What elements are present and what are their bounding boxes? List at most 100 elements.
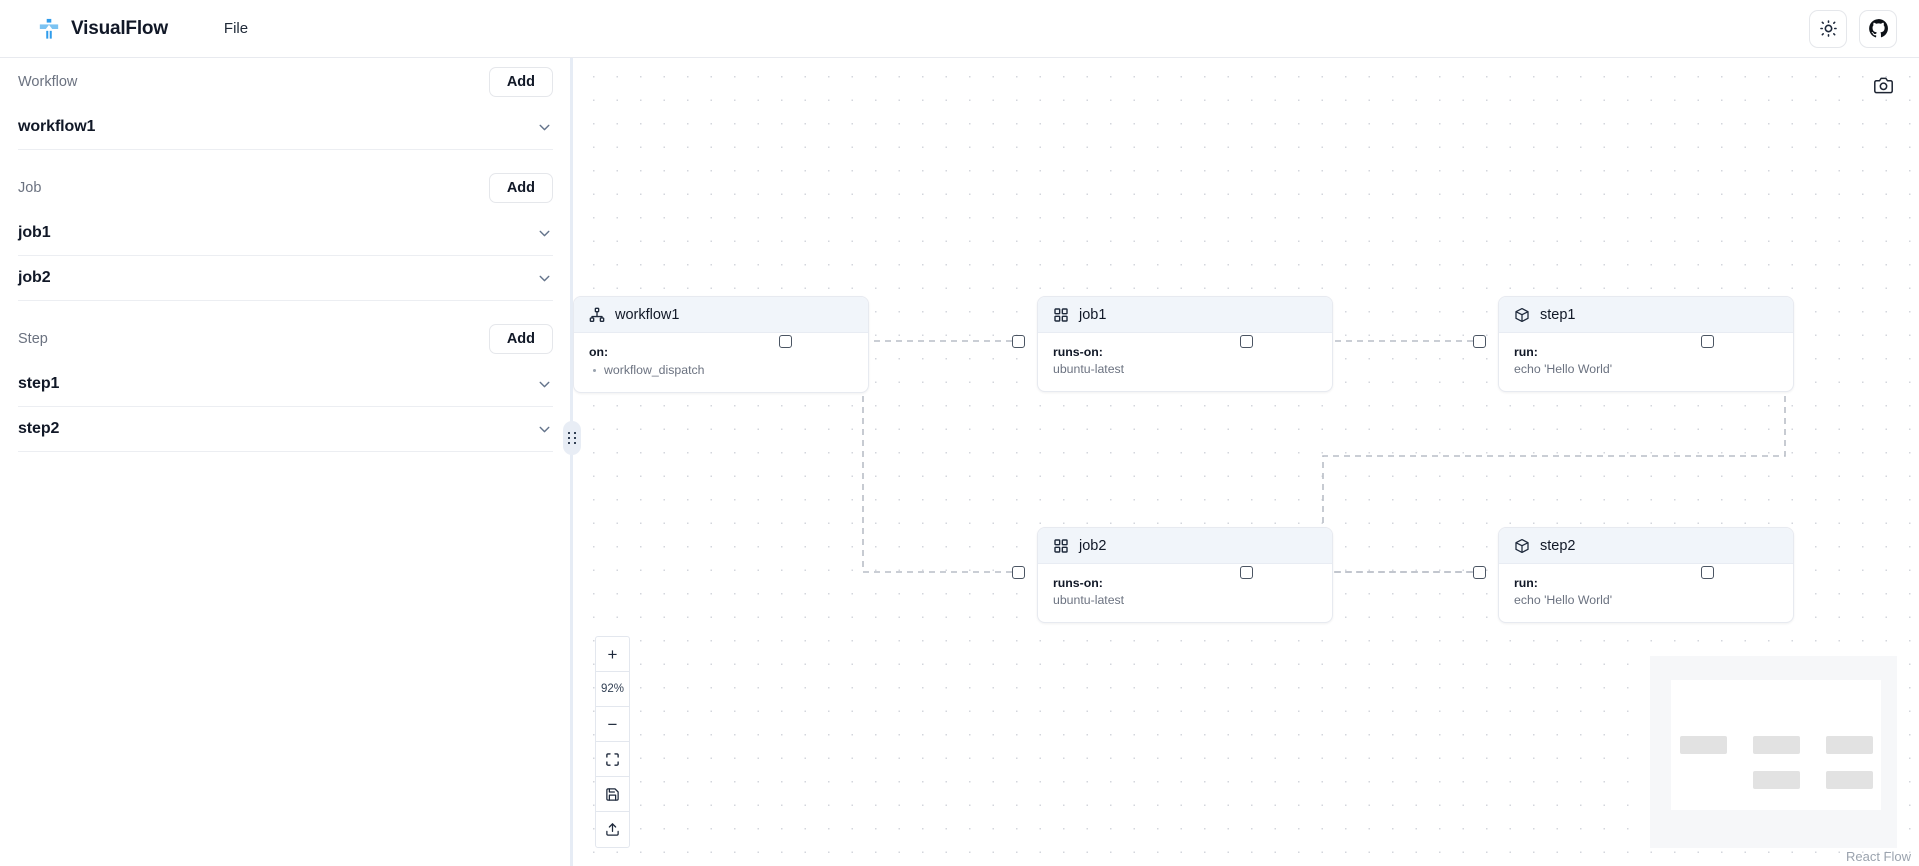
node-title: workflow1: [615, 306, 680, 323]
hierarchy-icon: [589, 307, 605, 322]
add-step-button[interactable]: Add: [488, 323, 553, 354]
cube-icon: [1515, 307, 1529, 322]
sidebar-item-label: job2: [18, 269, 51, 286]
chevron-down-icon: [539, 426, 550, 432]
export-icon: [606, 823, 619, 836]
github-icon: [1868, 19, 1888, 38]
minimap-viewport: [1671, 680, 1881, 810]
add-job-button[interactable]: Add: [488, 172, 553, 203]
zoom-controls: + 92% −: [595, 636, 630, 848]
spacer: [18, 150, 553, 164]
node-value-list: workflow_dispatch: [589, 362, 853, 379]
minimap-node: [1753, 736, 1800, 754]
minimap[interactable]: [1650, 656, 1897, 848]
minimap-node: [1680, 736, 1727, 754]
grid-squares-icon: [1054, 538, 1068, 553]
node-key: run:: [1514, 345, 1538, 359]
node-key: run:: [1514, 576, 1538, 590]
fit-view-icon: [606, 752, 619, 766]
export-button[interactable]: [596, 812, 629, 847]
handle-step2-target[interactable]: [1473, 566, 1486, 579]
sun-icon: [1819, 20, 1837, 37]
minimap-node: [1826, 771, 1873, 789]
section-title-workflow: Workflow: [18, 73, 78, 90]
handle-job2-target[interactable]: [1012, 566, 1025, 579]
camera-icon-glyph: [1873, 77, 1893, 93]
grid-squares-icon: [1054, 307, 1068, 322]
sidebar-item-label: workflow1: [18, 118, 96, 135]
handle-workflow1-source[interactable]: [779, 335, 792, 348]
sidebar-item-label: job1: [18, 224, 51, 241]
chevron-down-icon: [539, 275, 550, 281]
handle-job1-target[interactable]: [1012, 335, 1025, 348]
sidebar-item-step2[interactable]: step2: [18, 407, 553, 452]
zoom-in-button[interactable]: +: [596, 637, 629, 672]
node-key: runs-on:: [1053, 576, 1103, 590]
node-key: on:: [589, 345, 609, 359]
zoom-out-button[interactable]: −: [596, 707, 629, 742]
handle-step2-source[interactable]: [1701, 566, 1714, 579]
zoom-in-label: +: [607, 644, 618, 664]
spacer: [18, 301, 553, 315]
node-value: echo 'Hello World': [1514, 361, 1613, 376]
sidebar-section-header-job: Job Add: [18, 164, 553, 211]
node-key: runs-on:: [1053, 345, 1103, 359]
node-step1[interactable]: step1 run: echo 'Hello World': [1498, 296, 1794, 393]
node-header: step2: [1499, 528, 1793, 564]
node-step2[interactable]: step2 run: echo 'Hello World': [1498, 527, 1794, 624]
node-body: run: echo 'Hello World': [1499, 564, 1793, 622]
node-header: job2: [1038, 528, 1332, 564]
brand-name: VisualFlow: [71, 17, 168, 39]
chevron-down-icon: [539, 230, 550, 236]
handle-step1-source[interactable]: [1701, 335, 1714, 348]
sidebar-item-step1[interactable]: step1: [18, 362, 553, 407]
top-bar-actions: [1809, 9, 1897, 48]
sidebar-item-label: step1: [18, 375, 60, 392]
handle-step1-target[interactable]: [1473, 335, 1486, 348]
sidebar-item-workflow1[interactable]: workflow1: [18, 105, 553, 150]
fit-view-button[interactable]: [596, 742, 629, 777]
node-value: ubuntu-latest: [1053, 361, 1125, 376]
sidebar-item-job1[interactable]: job1: [18, 211, 553, 256]
chevron-down-icon: [539, 124, 550, 130]
node-title: job2: [1079, 537, 1107, 554]
zoom-level-label: 92%: [596, 672, 629, 707]
brand: VisualFlow: [38, 18, 168, 40]
sidebar-item-label: step2: [18, 420, 60, 437]
node-header: workflow1: [574, 297, 868, 333]
sidebar-resize-handle[interactable]: [563, 421, 581, 455]
zoom-out-label: −: [607, 714, 618, 734]
flow-node-logo-icon: [39, 18, 59, 39]
handle-job2-source[interactable]: [1240, 566, 1253, 579]
node-value: ubuntu-latest: [1053, 592, 1125, 607]
camera-icon[interactable]: [1868, 70, 1898, 100]
menu-file[interactable]: File: [223, 20, 249, 37]
node-job2[interactable]: job2 runs-on: ubuntu-latest: [1037, 527, 1333, 624]
sidebar-divider: [570, 58, 573, 866]
chevron-down-icon: [539, 381, 550, 387]
node-title: step1: [1540, 306, 1576, 323]
github-link-button[interactable]: [1859, 9, 1897, 48]
theme-toggle-button[interactable]: [1809, 9, 1847, 48]
node-header: step1: [1499, 297, 1793, 333]
add-workflow-button[interactable]: Add: [488, 66, 553, 97]
node-title: step2: [1540, 537, 1576, 554]
sidebar-section-header-workflow: Workflow Add: [18, 58, 553, 105]
handle-job1-source[interactable]: [1240, 335, 1253, 348]
node-body: run: echo 'Hello World': [1499, 333, 1793, 391]
node-workflow1[interactable]: workflow1 on: workflow_dispatch: [573, 296, 869, 394]
flow-canvas[interactable]: workflow1 on: workflow_dispatch job1 run…: [573, 58, 1919, 866]
node-title: job1: [1079, 306, 1107, 323]
sidebar-section-header-step: Step Add: [18, 315, 553, 362]
react-flow-attribution[interactable]: React Flow: [1845, 849, 1911, 864]
cube-icon: [1515, 538, 1529, 553]
minimap-node: [1826, 736, 1873, 754]
node-body: runs-on: ubuntu-latest: [1038, 333, 1332, 391]
node-job1[interactable]: job1 runs-on: ubuntu-latest: [1037, 296, 1333, 393]
save-button[interactable]: [596, 777, 629, 812]
menu-bar: File: [213, 14, 259, 43]
list-item: workflow_dispatch: [589, 362, 853, 379]
sidebar-item-job2[interactable]: job2: [18, 256, 553, 301]
edge-step1-step2[interactable]: [1322, 340, 1786, 573]
node-body: runs-on: ubuntu-latest: [1038, 564, 1332, 622]
